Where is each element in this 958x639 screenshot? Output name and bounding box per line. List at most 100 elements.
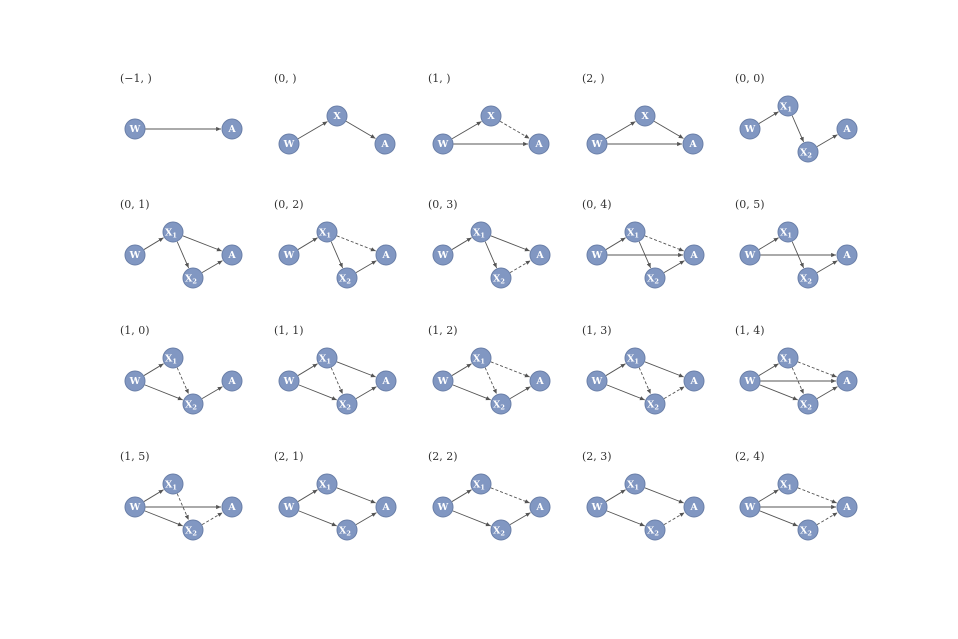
- panel-label: (0, 1): [120, 198, 150, 211]
- node-label: X2: [493, 273, 505, 286]
- edge-w-to-x2: [759, 510, 798, 527]
- edge-x2-to-a-dashed: [201, 512, 223, 526]
- node-label: A: [381, 502, 390, 513]
- node-x1: X1: [624, 347, 646, 369]
- node-circle: [432, 496, 454, 518]
- node-circle: [777, 473, 799, 495]
- node-circle: [624, 221, 646, 243]
- node-label-main: X: [780, 353, 788, 364]
- edge-x1-to-a: [182, 235, 222, 252]
- node-label: A: [842, 250, 851, 261]
- node-label: X1: [627, 353, 639, 366]
- node-label: X1: [780, 353, 792, 366]
- node-label: A: [689, 376, 698, 387]
- node-circle: [182, 519, 204, 541]
- edge-w-to-x1: [758, 489, 779, 502]
- edge-x1-to-x2: [484, 241, 498, 269]
- node-label: A: [689, 250, 698, 261]
- node-label-subscript: 1: [480, 358, 485, 366]
- node-label-main: X: [647, 525, 655, 536]
- node-label-subscript: 2: [807, 530, 812, 538]
- node-label-subscript: 2: [807, 278, 812, 286]
- node-circle: [683, 244, 705, 266]
- edge-w-to-x1: [451, 489, 472, 502]
- node-circle: [124, 118, 146, 140]
- node-circle: [470, 347, 492, 369]
- edge-x-to-a: [345, 120, 376, 139]
- node-label: X2: [647, 273, 659, 286]
- node-circle: [375, 496, 397, 518]
- node-a: A: [529, 244, 551, 266]
- edge-w-to-x2: [606, 510, 645, 527]
- node-label: W: [744, 124, 756, 135]
- edge-x1-to-a: [336, 487, 376, 504]
- edge-w-to-x1: [451, 363, 472, 376]
- node-x2: X2: [644, 519, 666, 541]
- node-a: A: [529, 496, 551, 518]
- edge-x1-to-a-dashed: [336, 235, 376, 252]
- node-circle: [432, 133, 454, 155]
- node-label-subscript: 1: [634, 232, 639, 240]
- node-circle: [683, 496, 705, 518]
- panel-label: (1, 0): [120, 324, 150, 337]
- node-circle: [739, 370, 761, 392]
- node-label-subscript: 2: [807, 404, 812, 412]
- node-w: W: [739, 496, 761, 518]
- node-label-subscript: 1: [787, 106, 792, 114]
- node-a: A: [221, 370, 243, 392]
- node-w: W: [739, 244, 761, 266]
- node-label: A: [380, 139, 389, 150]
- node-circle: [182, 267, 204, 289]
- edge-x2-to-a: [355, 260, 377, 274]
- panel-label: (2, 3): [582, 450, 612, 463]
- node-circle: [529, 370, 551, 392]
- panel-label: (0, 2): [274, 198, 304, 211]
- node-circle: [739, 244, 761, 266]
- edge-x1-to-x2-dashed: [484, 367, 498, 395]
- node-circle: [221, 370, 243, 392]
- node-label-subscript: 1: [172, 484, 177, 492]
- node-circle: [797, 393, 819, 415]
- node-label-subscript: 2: [654, 530, 659, 538]
- dag-panel: (1, )WXA: [428, 72, 550, 155]
- node-label-subscript: 1: [634, 358, 639, 366]
- node-label: W: [591, 139, 603, 150]
- node-label: A: [689, 502, 698, 513]
- node-circle: [470, 221, 492, 243]
- node-label-subscript: 1: [787, 232, 792, 240]
- node-label: W: [744, 502, 756, 513]
- node-x2: X2: [644, 267, 666, 289]
- node-label: X1: [473, 353, 485, 366]
- edge-x2-to-a: [816, 260, 838, 274]
- edge-x1-to-a-dashed: [644, 235, 684, 252]
- node-circle: [797, 519, 819, 541]
- node-label-subscript: 2: [346, 278, 351, 286]
- node-label: X2: [185, 399, 197, 412]
- edge-w-to-x: [297, 121, 328, 140]
- node-label-main: X: [473, 353, 481, 364]
- node-w: W: [432, 370, 454, 392]
- edge-x1-to-a: [644, 487, 684, 504]
- node-circle: [777, 95, 799, 117]
- node-circle: [586, 244, 608, 266]
- node-circle: [644, 519, 666, 541]
- node-label: X2: [800, 399, 812, 412]
- node-a: A: [682, 133, 704, 155]
- panel-label: (2, ): [582, 72, 605, 85]
- node-label-main: X: [493, 399, 501, 410]
- node-a: A: [374, 133, 396, 155]
- node-label-main: X: [339, 273, 347, 284]
- edge-x1-to-x2-dashed: [176, 367, 190, 395]
- node-x1: X1: [316, 221, 338, 243]
- node-circle: [836, 118, 858, 140]
- edge-w-to-x1: [451, 237, 472, 250]
- node-w: W: [586, 370, 608, 392]
- node-x1: X1: [624, 221, 646, 243]
- node-circle: [586, 133, 608, 155]
- node-label: X2: [647, 525, 659, 538]
- node-w: W: [124, 496, 146, 518]
